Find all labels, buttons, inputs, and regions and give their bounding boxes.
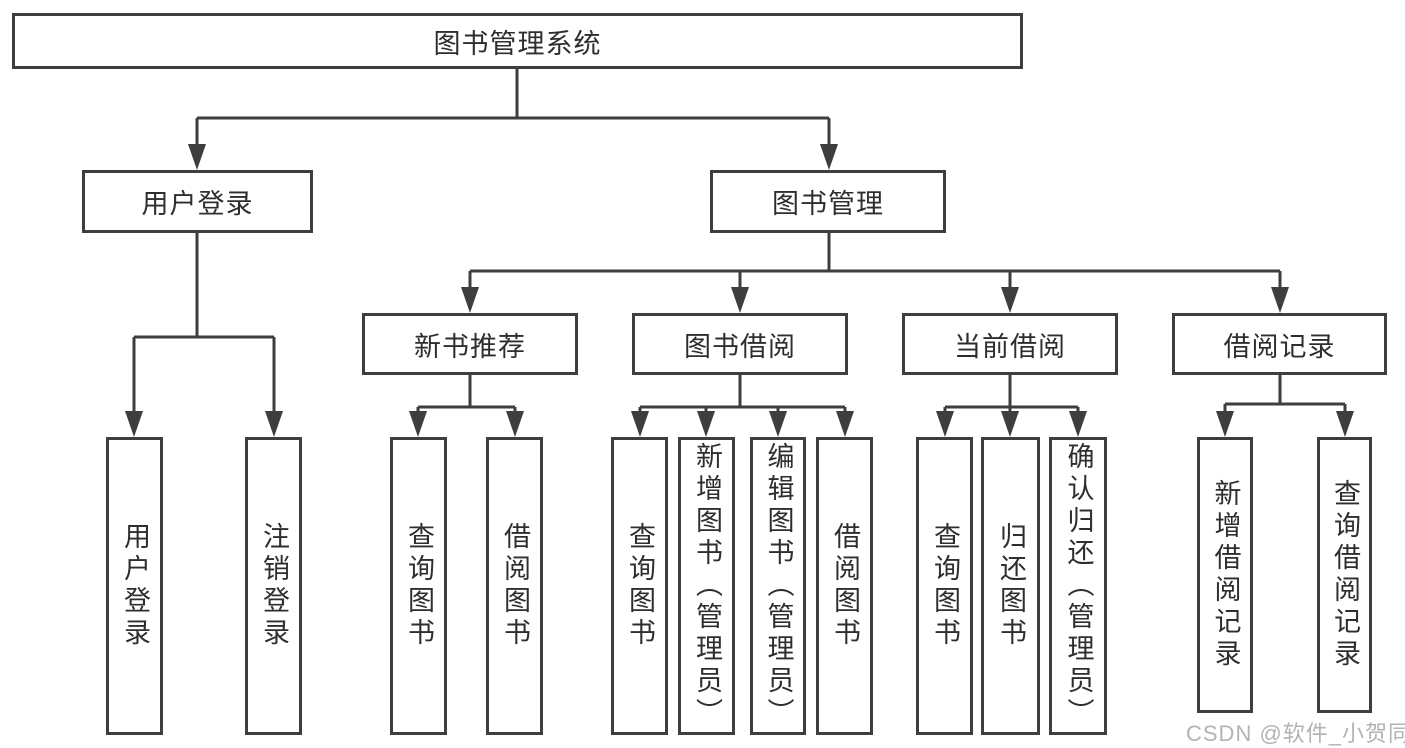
node-label: 编辑图书（管理员）	[763, 442, 794, 730]
node-library-management-system: 图书管理系统	[12, 13, 1023, 69]
node-user-login-module: 用户登录	[82, 170, 313, 233]
node-borrow-books-recommend: 借阅图书	[486, 437, 543, 735]
node-borrow-books: 借阅图书	[816, 437, 873, 735]
node-book-management-module: 图书管理	[710, 170, 946, 233]
node-query-books-recommend: 查询图书	[390, 437, 447, 735]
node-label: 图书管理	[772, 189, 884, 219]
node-add-books-admin: 新增图书（管理员）	[678, 437, 735, 735]
node-label: 归还图书	[996, 522, 1026, 650]
node-label: 用户登录	[120, 522, 150, 650]
node-label: 图书借阅	[684, 331, 796, 362]
node-edit-books-admin: 编辑图书（管理员）	[750, 437, 806, 735]
node-return-books: 归还图书	[981, 437, 1040, 735]
node-label: 查询图书	[930, 522, 960, 650]
node-label: 查询借阅记录	[1330, 479, 1360, 671]
csdn-watermark: CSDN @软件_小贺同学	[1186, 721, 1405, 746]
node-label: 图书管理系统	[433, 28, 602, 59]
node-label: 当前借阅	[954, 331, 1066, 362]
node-label: 借阅记录	[1223, 331, 1336, 362]
node-add-borrow-record: 新增借阅记录	[1197, 437, 1253, 713]
node-label: 查询图书	[404, 522, 434, 650]
node-label: 用户登录	[141, 189, 254, 219]
node-label: 查询图书	[625, 522, 655, 650]
node-user-login: 用户登录	[106, 437, 163, 735]
node-query-books-borrowing: 查询图书	[611, 437, 668, 735]
node-query-books-current: 查询图书	[916, 437, 973, 735]
node-label: 确认归还（管理员）	[1063, 442, 1094, 730]
node-label: 新书推荐	[414, 331, 526, 362]
node-label: 新增借阅记录	[1210, 479, 1241, 671]
node-logout: 注销登录	[245, 437, 302, 735]
node-book-borrowing: 图书借阅	[632, 313, 848, 375]
node-label: 借阅图书	[500, 522, 530, 650]
node-borrowing-records: 借阅记录	[1172, 313, 1387, 375]
node-current-borrowing: 当前借阅	[902, 313, 1118, 375]
node-query-borrow-record: 查询借阅记录	[1317, 437, 1372, 713]
node-confirm-return-admin: 确认归还（管理员）	[1049, 437, 1107, 735]
node-label: 注销登录	[259, 522, 289, 650]
node-new-book-recommendation: 新书推荐	[362, 313, 578, 375]
node-label: 新增图书（管理员）	[692, 442, 722, 730]
node-label: 借阅图书	[830, 522, 860, 650]
